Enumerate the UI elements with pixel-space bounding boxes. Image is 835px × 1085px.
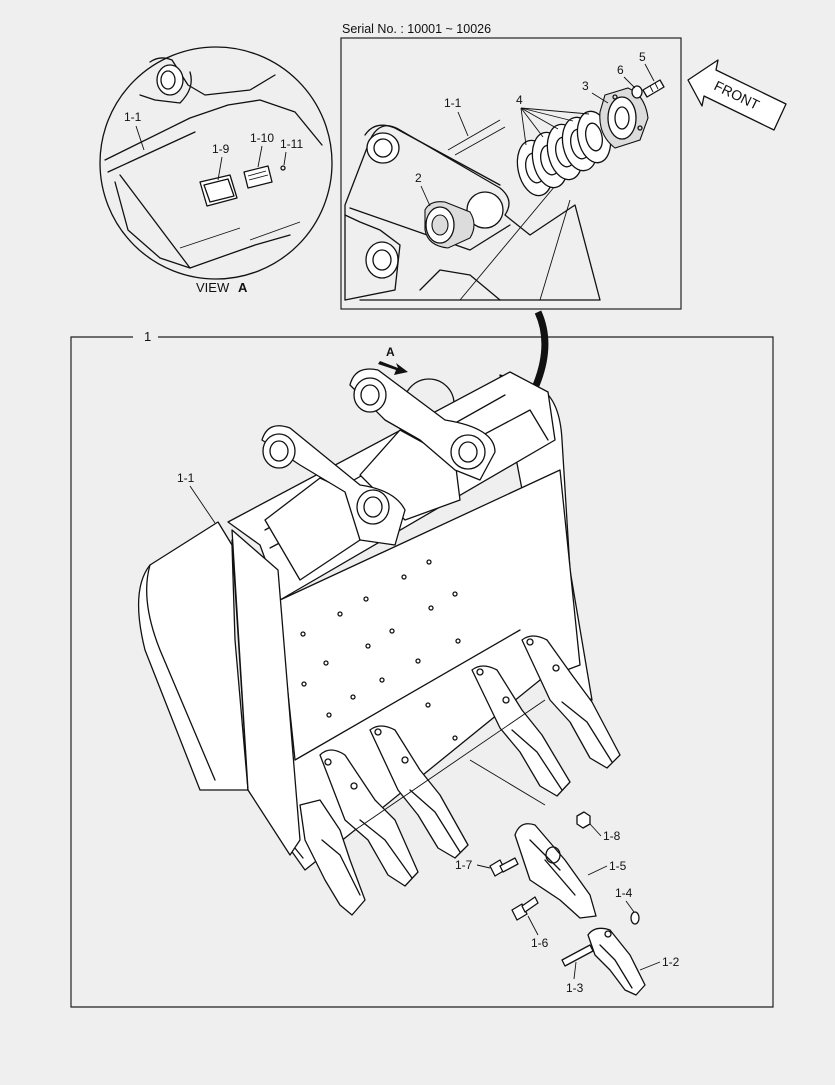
detail-bucket-boss <box>344 119 601 301</box>
serial-number-text: Serial No. : 10001 ~ 10026 <box>342 22 491 36</box>
retainer-plate-item-3 <box>599 87 649 149</box>
tooth-1 <box>299 799 366 916</box>
bolt-item-1-7 <box>489 857 519 877</box>
main-frame <box>70 336 774 1008</box>
point-item-1-2 <box>587 927 646 996</box>
callout-main-1-4: 1-4 <box>615 886 633 900</box>
callout-detail-1-1: 1-1 <box>444 96 462 110</box>
detail-callouts: 1-1 2 3 4 5 6 <box>415 50 655 207</box>
callout-view-1-10: 1-10 <box>250 131 274 145</box>
view-a-letter: A <box>238 280 248 295</box>
callout-main-1-1: 1-1 <box>177 471 195 485</box>
view-a-arrow: A <box>378 345 408 375</box>
adapter-item-1-5 <box>514 823 597 919</box>
callout-main-1-2: 1-2 <box>662 955 680 969</box>
detail-panel: Serial No. : 10001 ~ 10026 <box>340 22 682 310</box>
view-a-detail: 1-1 1-9 1-10 1-11 VIEW A <box>99 46 333 295</box>
callout-detail-6: 6 <box>617 63 624 77</box>
callout-main-1-7: 1-7 <box>455 858 473 872</box>
bucket-rivets <box>300 559 461 741</box>
exploded-tooth-parts <box>489 811 646 996</box>
callout-detail-2: 2 <box>415 171 422 185</box>
pin-item-1-3 <box>561 944 594 967</box>
bucket-teeth-row <box>299 635 621 916</box>
view-a-circle <box>99 46 333 280</box>
bucket-body <box>137 368 593 871</box>
bolt-item-5 <box>642 79 665 98</box>
detail-frame <box>340 37 682 310</box>
rivet-item-1-11 <box>280 165 286 171</box>
callout-main-1-5: 1-5 <box>609 859 627 873</box>
tooth-3 <box>369 725 469 859</box>
tooth-5 <box>521 635 621 769</box>
shim-stack-item-4 <box>516 110 612 197</box>
main-frame-number: 1 <box>144 329 151 344</box>
nameplate-item-1-9 <box>199 174 238 207</box>
arrow-a-label: A <box>386 345 395 359</box>
lock-item-1-4 <box>630 911 640 925</box>
callout-main-1-3: 1-3 <box>566 981 584 995</box>
front-direction-arrow: FRONT <box>687 59 787 131</box>
nut-item-1-8 <box>576 811 591 829</box>
tooth-2 <box>319 749 419 887</box>
callout-view-1-9: 1-9 <box>212 142 230 156</box>
main-callouts: 1-1 1-2 1-3 1-4 1-5 1-6 1-7 1-8 <box>177 471 680 995</box>
tooth-4 <box>471 665 571 797</box>
washer-item-6 <box>631 85 643 99</box>
callout-main-1-6: 1-6 <box>531 936 549 950</box>
bolt-item-1-6 <box>511 896 539 921</box>
pin-item-2 <box>424 201 475 249</box>
plate-item-1-10 <box>243 165 273 189</box>
callout-detail-3: 3 <box>582 79 589 93</box>
view-a-label: VIEW <box>196 280 230 295</box>
callout-detail-5: 5 <box>639 50 646 64</box>
callout-detail-4: 4 <box>516 93 523 107</box>
callout-main-1-8: 1-8 <box>603 829 621 843</box>
main-assembly: 1 A <box>70 310 774 1008</box>
callout-view-1-11: 1-11 <box>280 137 303 151</box>
callout-view-1-1: 1-1 <box>124 110 142 124</box>
